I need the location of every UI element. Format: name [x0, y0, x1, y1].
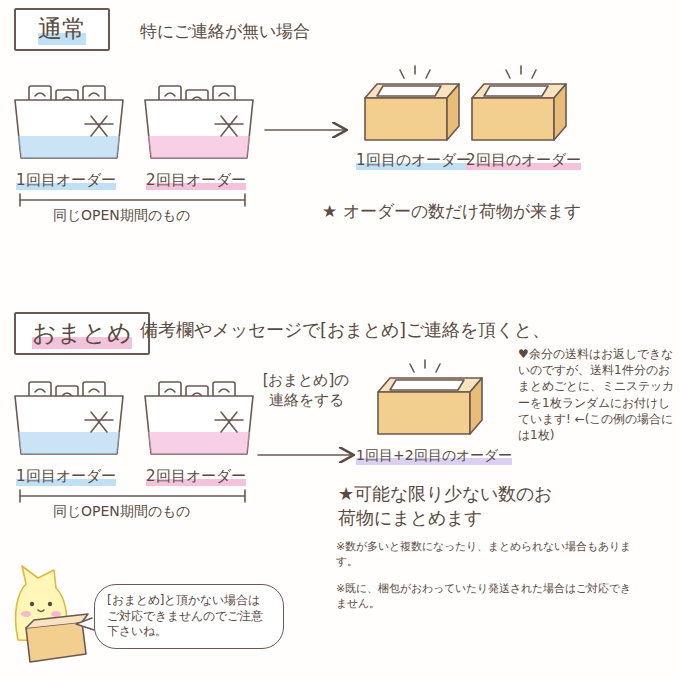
parcel-label — [484, 86, 548, 96]
packet-mark — [35, 93, 45, 96]
arrow — [258, 454, 352, 456]
parcel-side — [447, 84, 459, 140]
tray — [15, 100, 123, 158]
tray — [145, 100, 253, 158]
sparkle — [400, 66, 430, 78]
sticker-note: ♥余分の送料はお返しできないのですが、送料1件分のおまとめごとに、ミニステッカー… — [518, 346, 676, 443]
parcel-side — [554, 84, 566, 140]
parcel-label — [377, 86, 441, 96]
parcel-label-text: 1回目+2回目のオーダー — [356, 446, 512, 465]
parcel-top — [378, 378, 482, 392]
bracket-label: 同じOPEN期間のもの — [50, 502, 193, 521]
footnote: ※数が多いと複数になったり、まとめられない場合もあります。 — [336, 540, 636, 570]
bracket — [20, 194, 245, 206]
note: ★可能な限り少ない数のお荷物にまとめます — [338, 482, 568, 531]
tray-band — [148, 136, 250, 158]
packet-mark — [219, 389, 229, 392]
bubble-tail — [76, 618, 94, 630]
cross-mark — [215, 116, 243, 136]
tray — [15, 396, 123, 454]
tray-band — [18, 432, 120, 454]
node-text: 通常 — [38, 14, 86, 45]
parcel-front — [378, 392, 470, 434]
cross-mark — [215, 412, 243, 432]
section-heading: 通常 — [14, 8, 110, 51]
action-label: [おまとめ]の連絡をする — [258, 370, 354, 411]
parcel-label-text: 1回目のオーダー — [356, 150, 471, 170]
parcel-side — [470, 378, 482, 434]
parcel-label — [390, 380, 464, 390]
order-label: 1回目オーダー — [16, 466, 116, 486]
sparkle — [506, 66, 536, 78]
arrow — [265, 129, 345, 131]
packet-mark — [35, 389, 45, 392]
speech-bubble: [おまとめ]と頂かない場合はご対応できませんのでご注意下さいね。 — [94, 584, 284, 649]
footnote: ※既に、梱包がおわっていたり発送された場合はご対応できません。 — [336, 582, 636, 612]
packet-mark — [165, 93, 175, 96]
packet-mark — [219, 93, 229, 96]
subtitle: 特にご連絡が無い場合 — [140, 20, 310, 43]
parcel-front — [365, 98, 447, 140]
cat-mascot — [16, 566, 88, 662]
parcel-label-text: 2回目のオーダー — [466, 150, 581, 170]
packet-mark — [89, 389, 99, 392]
order-label: 2回目オーダー — [146, 466, 246, 486]
node-text: [おまとめ]と頂かない場合はご対応できませんのでご注意下さいね。 — [107, 593, 271, 640]
section-heading: おまとめ — [14, 312, 150, 355]
order-label: 1回目オーダー — [16, 170, 116, 190]
parcel-top — [365, 84, 459, 98]
packet-mark — [165, 389, 175, 392]
bracket — [20, 490, 245, 502]
cross-mark — [85, 116, 113, 136]
bracket-label: 同じOPEN期間のもの — [50, 206, 193, 225]
tray — [145, 396, 253, 454]
sparkle — [410, 360, 440, 372]
order-label: 2回目オーダー — [146, 170, 246, 190]
note: ★ オーダーの数だけ荷物が来ます — [322, 200, 581, 223]
parcel-top — [472, 84, 566, 98]
cross-mark — [85, 412, 113, 432]
subtitle: 備考欄やメッセージで[おまとめ]ご連絡を頂くと、 — [140, 318, 550, 342]
node-text: おまとめ — [32, 318, 132, 349]
packet-mark — [89, 93, 99, 96]
tray-band — [148, 432, 250, 454]
tray-band — [18, 136, 120, 158]
parcel-front — [472, 98, 554, 140]
